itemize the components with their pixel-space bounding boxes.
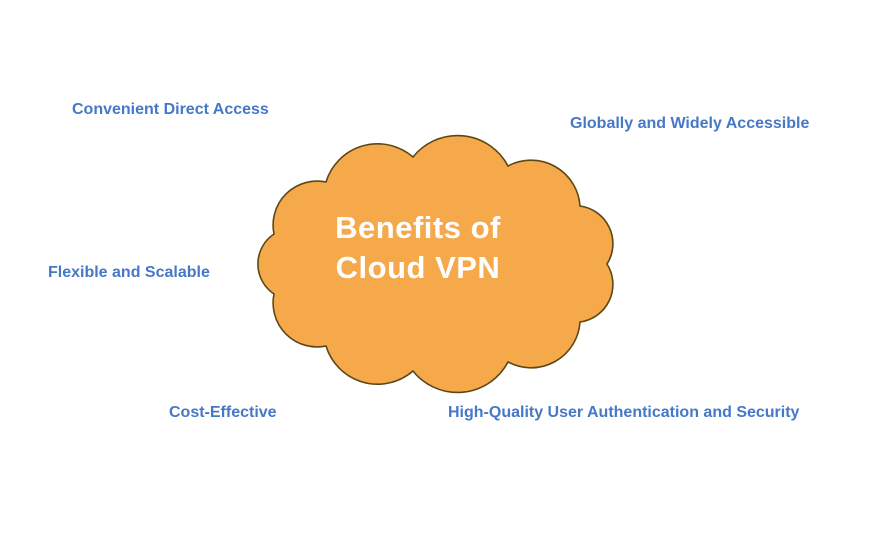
label-high-quality-user-authentication-and-security: High-Quality User Authentication and Sec… [448, 404, 800, 421]
diagram-title-line2: Cloud VPN [335, 250, 501, 285]
cloud-icon [257, 134, 614, 394]
label-flexible-and-scalable: Flexible and Scalable [48, 264, 210, 281]
label-globally-and-widely-accessible: Globally and Widely Accessible [570, 115, 810, 132]
label-cost-effective: Cost-Effective [169, 404, 277, 421]
label-convenient-direct-access: Convenient Direct Access [72, 101, 269, 118]
diagram-title-line1: Benefits of [335, 210, 501, 245]
diagram-title: Benefits of Cloud VPN [318, 208, 518, 288]
